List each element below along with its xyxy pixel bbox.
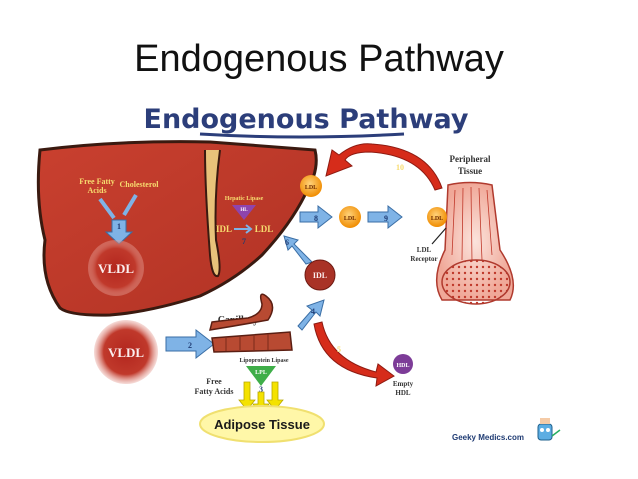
step-4: 4 (311, 307, 315, 316)
liver-cholesterol-label: Cholesterol (120, 180, 160, 189)
ldl-top-particle (300, 175, 322, 197)
vldl-liver-particle (88, 240, 144, 296)
ldl-mid-label: LDL (344, 216, 356, 222)
ldl-tissue-particle (427, 207, 447, 227)
liver-ffa-label-2: Acids (87, 186, 106, 195)
adipose-tissue-label: Adipose Tissue (214, 417, 310, 432)
vldl-blood-particle (94, 320, 158, 384)
adipose-ffa-label-1: Free (206, 377, 222, 386)
peripheral-label-2: Tissue (458, 166, 482, 176)
hl-badge: HL (240, 208, 248, 213)
banner-underline (199, 132, 405, 139)
arrow-step4 (297, 299, 325, 331)
peripheral-label-1: Peripheral (450, 154, 491, 164)
ffa-arrow-3 (266, 381, 284, 411)
liver-ffa-label-1: Free Fatty (79, 177, 115, 186)
hl-triangle (232, 205, 256, 220)
ldl-receptor-label-1: LDL (417, 246, 432, 254)
ldl-receptor-pointer (431, 227, 447, 245)
brand-text: Geeky Medics.com (452, 433, 524, 442)
step-5: 5 (337, 345, 341, 354)
liver (36, 140, 318, 317)
ldl-receptor-label-2: Receptor (410, 255, 437, 263)
arrow-step8 (299, 204, 333, 230)
hepatic-lipase-label: Hepatic Lipase (225, 196, 264, 202)
gallbladder-ligament (204, 149, 221, 278)
liver-ldl-label: LDL (255, 224, 274, 234)
brand-mascot-icon (537, 418, 561, 441)
lpl-triangle (246, 366, 276, 386)
arrow-step1 (104, 219, 134, 245)
adipose-ffa-label-2: Fatty Acids (195, 387, 234, 396)
idl-label: IDL (313, 271, 327, 280)
vldl-blood-label: VLDL (108, 345, 144, 360)
step-2: 2 (188, 341, 192, 350)
lpl-badge: LPL (255, 370, 267, 376)
arrow-step10 (325, 143, 443, 191)
hdl-label: HDL (396, 363, 409, 369)
arrow-step5 (313, 321, 395, 387)
diagram-banner-title: Endogenous Pathway (144, 104, 469, 135)
capillary-shading (225, 334, 269, 351)
ldl-tissue-label: LDL (431, 216, 443, 222)
capillary-vessel (208, 293, 293, 353)
ldl-top-label: LDL (305, 185, 317, 191)
hdl-particle (393, 354, 413, 374)
step-1: 1 (117, 222, 121, 231)
step-8: 8 (314, 214, 318, 223)
slide-title: Endogenous Pathway (134, 38, 504, 80)
liver-idl-label: IDL (216, 224, 232, 234)
muscle-striations (451, 186, 493, 263)
step-7: 7 (242, 237, 246, 246)
arrow-step9 (367, 204, 403, 230)
arrow-idl-to-ldl-liver (234, 224, 253, 234)
adipose-fat-blob (199, 405, 325, 443)
empty-hdl-label-2: HDL (395, 389, 411, 397)
arrow-step2 (165, 328, 215, 360)
ldl-mid-particle (339, 206, 361, 228)
step-6: 6 (285, 238, 289, 247)
empty-hdl-label-1: Empty (393, 380, 414, 388)
arrow-ffa-to-vldl (98, 197, 116, 220)
arrow-chol-to-vldl (122, 193, 138, 217)
lipoprotein-lipase-label: Lipoprotein Lipase (239, 358, 288, 364)
step-10: 10 (396, 163, 404, 172)
arrow-step6 (283, 235, 313, 265)
vldl-liver-label: VLDL (98, 261, 134, 276)
step-9: 9 (384, 214, 388, 223)
ffa-arrow-1 (238, 381, 256, 411)
step-3: 3 (259, 385, 263, 394)
idl-particle (304, 259, 336, 291)
muscle-cross-section (441, 259, 511, 305)
